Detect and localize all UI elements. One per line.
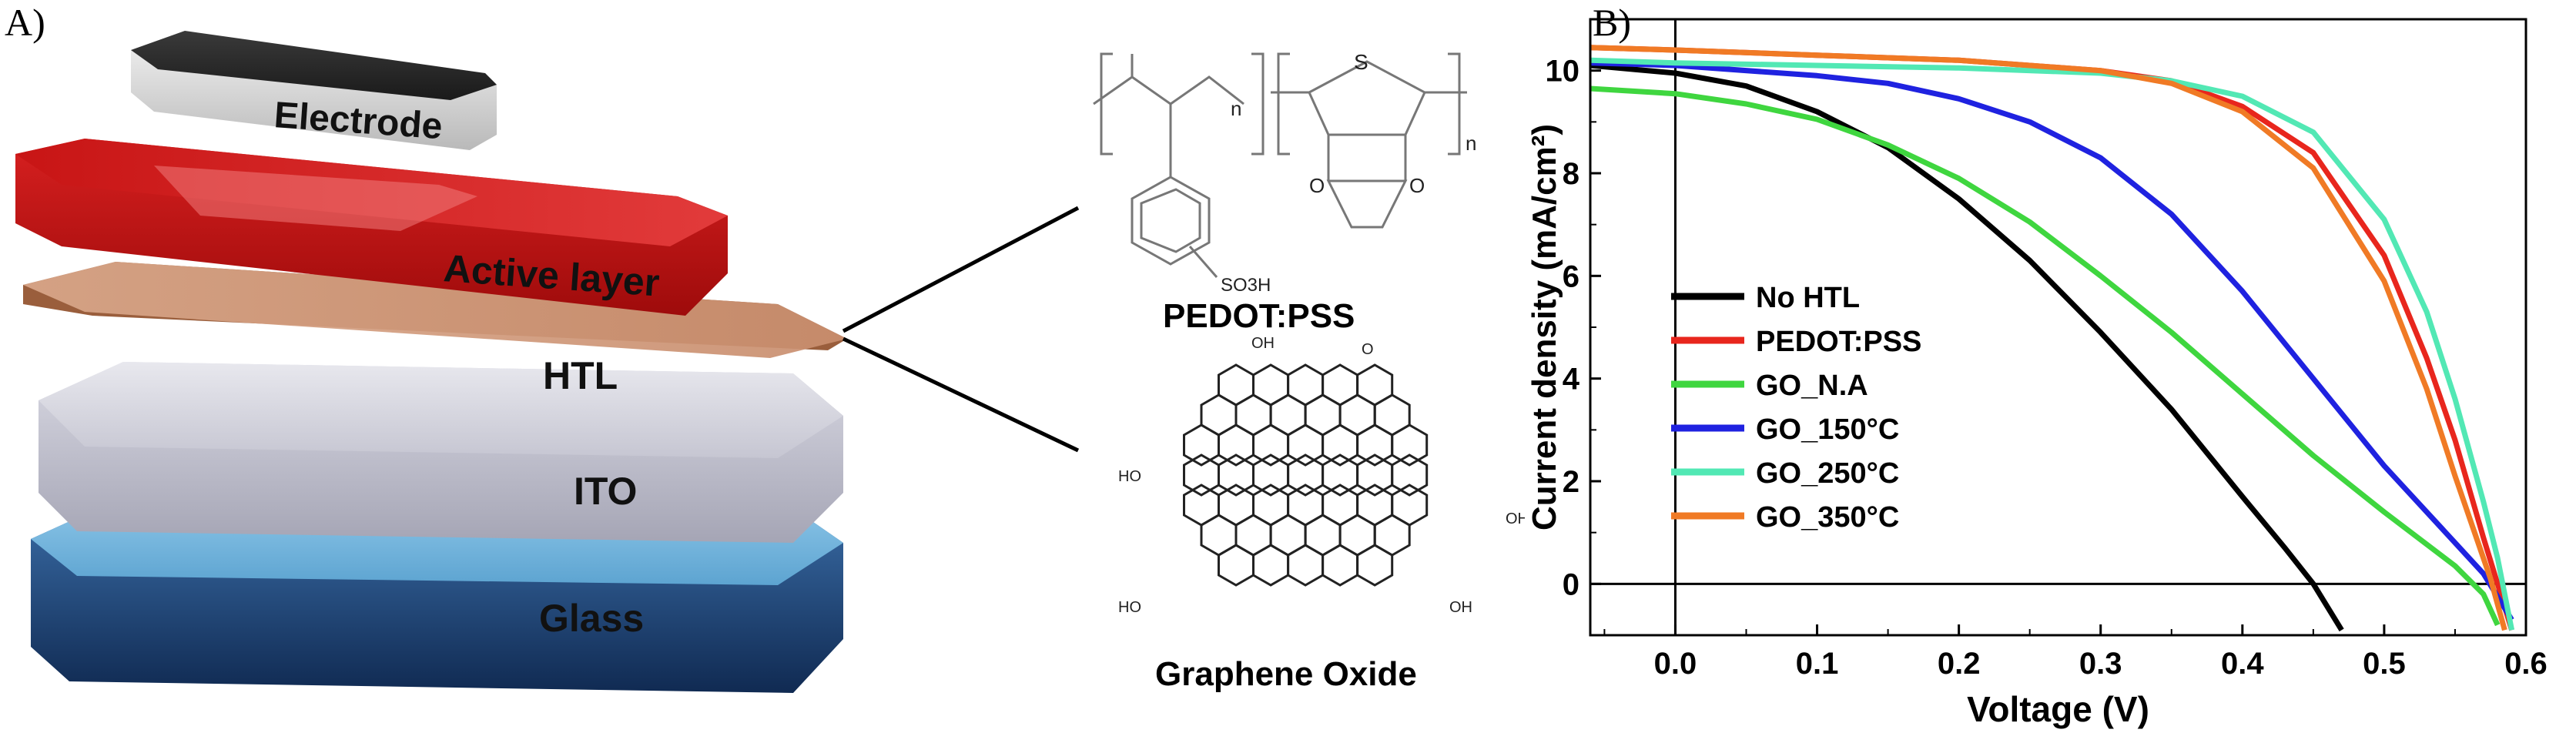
y-tick-label: 0 xyxy=(1563,567,1579,601)
pedot-pss-structure xyxy=(1093,52,1467,278)
htl-label: HTL xyxy=(543,354,618,397)
go-ring xyxy=(1287,423,1325,467)
go-ring xyxy=(1287,544,1325,587)
x-axis-label: Voltage (V) xyxy=(1967,689,2149,729)
x-tick-label: 0.2 xyxy=(1938,647,1981,681)
go-o-label: O xyxy=(1362,341,1374,358)
go-ring xyxy=(1218,423,1255,467)
x-tick-label: 0.3 xyxy=(2079,647,2122,681)
x-tick-label: 0.0 xyxy=(1654,647,1697,681)
series-line-4 xyxy=(1590,57,2515,631)
panel-b-label: B) xyxy=(1593,1,1631,44)
plot-frame xyxy=(1589,18,2527,637)
y-tick-label: 8 xyxy=(1563,157,1579,191)
glass-label: Glass xyxy=(539,597,644,640)
go-ring xyxy=(1356,544,1394,587)
so3h-label: SO3H xyxy=(1221,275,1271,296)
series-line-0 xyxy=(1590,62,2344,632)
go-ring xyxy=(1391,453,1429,497)
electrode-layer: Electrode xyxy=(131,31,497,150)
series-line-3 xyxy=(1590,60,2514,621)
go-ring xyxy=(1183,453,1220,497)
x-tick-label: 0.6 xyxy=(2504,647,2548,681)
legend-label-0: No HTL xyxy=(1756,282,1860,314)
panel-a-label: A) xyxy=(5,1,45,44)
legend-label-4: GO_250°C xyxy=(1756,457,1899,490)
series-line-5 xyxy=(1590,45,2507,631)
legend-label-5: GO_350°C xyxy=(1756,501,1899,534)
go-ring xyxy=(1252,423,1290,467)
x-tick-label: 0.4 xyxy=(2221,647,2264,681)
graphene-oxide-caption: Graphene Oxide xyxy=(1155,655,1417,693)
go-ring xyxy=(1356,423,1394,467)
device-stack-illustration: Glass ITO HTL Active layer Electrode xyxy=(15,31,1525,693)
sulfur-label: S xyxy=(1354,50,1368,74)
legend-label-2: GO_N.A xyxy=(1756,370,1868,402)
go-oh-label-bottom: OH xyxy=(1449,599,1472,616)
go-ho-label: HO xyxy=(1118,468,1141,485)
oxygen-label-right: O xyxy=(1409,174,1425,197)
x-tick-label: 0.1 xyxy=(1796,647,1839,681)
ito-layer: ITO xyxy=(39,362,843,543)
go-ring xyxy=(1321,423,1359,467)
go-ring xyxy=(1183,423,1220,467)
legend-label-1: PEDOT:PSS xyxy=(1756,326,1921,358)
go-oh-label: OH xyxy=(1251,335,1275,352)
y-axis-label: Current density (mA/cm²) xyxy=(1526,124,1563,530)
go-ring xyxy=(1252,453,1290,497)
go-ring xyxy=(1218,453,1255,497)
graphene-oxide-structure xyxy=(1183,363,1429,587)
go-ring xyxy=(1356,453,1394,497)
go-ring xyxy=(1321,453,1359,497)
y-tick-label: 10 xyxy=(1546,55,1580,89)
go-ring xyxy=(1252,544,1290,587)
go-oh-label-right: OH xyxy=(1506,510,1525,527)
go-ring xyxy=(1391,423,1429,467)
legend-label-3: GO_150°C xyxy=(1756,413,1899,446)
connector-line-bottom xyxy=(842,336,1080,453)
go-ring xyxy=(1321,544,1359,587)
pss-subscript-n: n xyxy=(1231,97,1241,120)
pedot-pss-caption: PEDOT:PSS xyxy=(1163,297,1355,335)
ito-label: ITO xyxy=(574,470,637,513)
y-tick-label: 4 xyxy=(1563,363,1580,397)
x-tick-label: 0.5 xyxy=(2363,647,2406,681)
go-ho-label-bottom: HO xyxy=(1118,599,1141,616)
go-ring xyxy=(1287,453,1325,497)
jv-chart: 0.0 0.1 0.2 0.3 0.4 0.5 0.6 0 2 4 6 8 10 No HTL PEDOT… xyxy=(1526,18,2548,729)
pedot-subscript-n: n xyxy=(1466,132,1476,155)
oxygen-label-left: O xyxy=(1309,174,1325,197)
htl-layer: HTL xyxy=(23,262,847,397)
y-tick-label: 6 xyxy=(1563,259,1579,293)
y-tick-label: 2 xyxy=(1563,465,1579,499)
go-ring xyxy=(1218,544,1255,587)
series-line-2 xyxy=(1590,85,2501,627)
connector-line-top xyxy=(842,206,1080,333)
